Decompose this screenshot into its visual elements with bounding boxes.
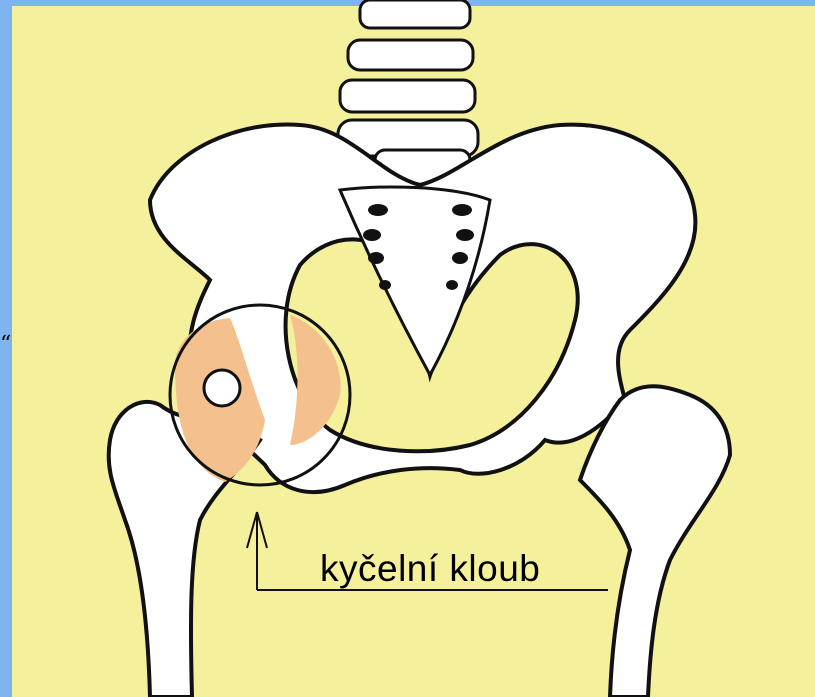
side-mark: “	[0, 332, 11, 357]
hip-joint-label: kyčelní kloub	[320, 548, 540, 590]
right-femur	[580, 386, 730, 697]
femoral-head	[204, 370, 240, 406]
